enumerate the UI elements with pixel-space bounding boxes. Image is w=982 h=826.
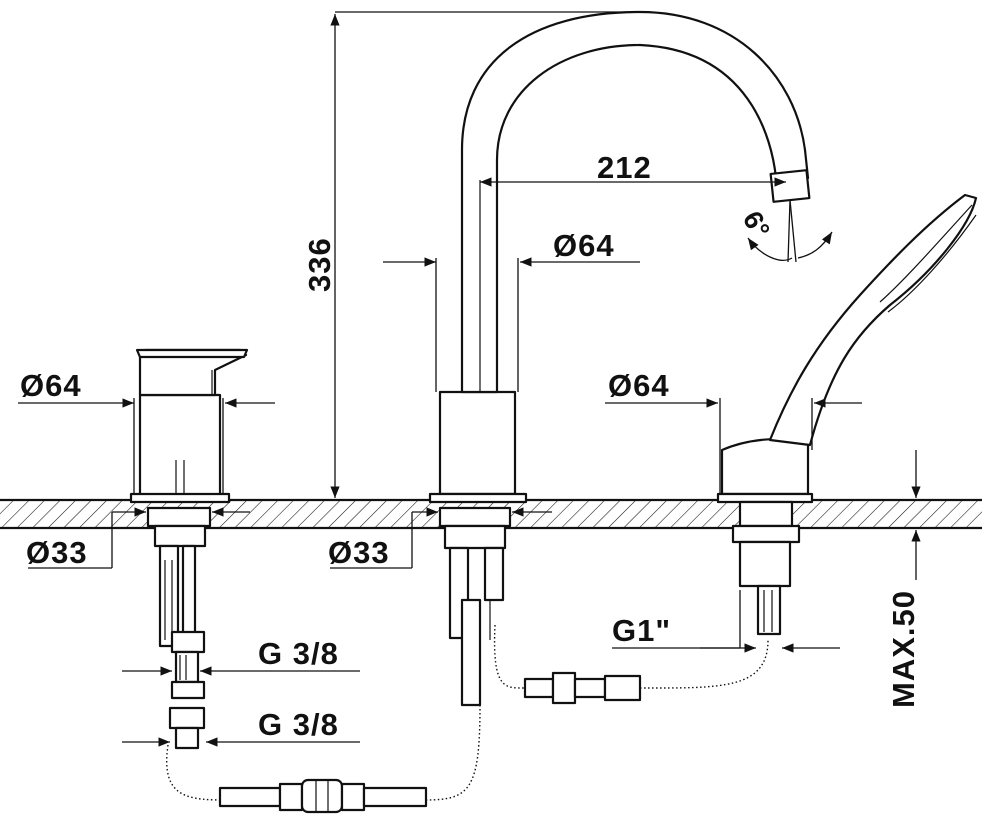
- label-diameter-right-body: Ø64: [608, 368, 670, 403]
- label-spout-angle: 6°: [737, 206, 776, 243]
- left-shank: [146, 506, 212, 648]
- hand-shower-head: [768, 193, 978, 447]
- dimension-lines: [18, 11, 921, 747]
- label-thread-right: G1": [612, 613, 671, 648]
- label-spout-reach: 212: [597, 150, 652, 185]
- supply-hoses: [166, 624, 769, 814]
- label-height-total: 336: [302, 237, 337, 292]
- spout-column: [428, 10, 811, 504]
- hand-shower-holder: [716, 437, 814, 636]
- label-diameter-left-shank: Ø33: [26, 535, 88, 570]
- label-diameter-spout-body: Ø64: [553, 228, 615, 263]
- left-connector-lower: [168, 680, 206, 750]
- label-deck-thickness: MAX.50: [886, 590, 921, 708]
- label-thread-upper: G 3/8: [258, 636, 339, 671]
- label-thread-lower: G 3/8: [258, 707, 339, 742]
- label-diameter-center-shank: Ø33: [328, 535, 390, 570]
- left-connector-upper: [170, 630, 206, 684]
- center-shank: [438, 506, 512, 707]
- left-mixer: [129, 348, 249, 504]
- label-diameter-left-body: Ø64: [20, 368, 82, 403]
- dimension-labels: 336 212 6° Ø64 Ø64 Ø64 Ø33 Ø33 G 3/8 G 3…: [20, 150, 921, 742]
